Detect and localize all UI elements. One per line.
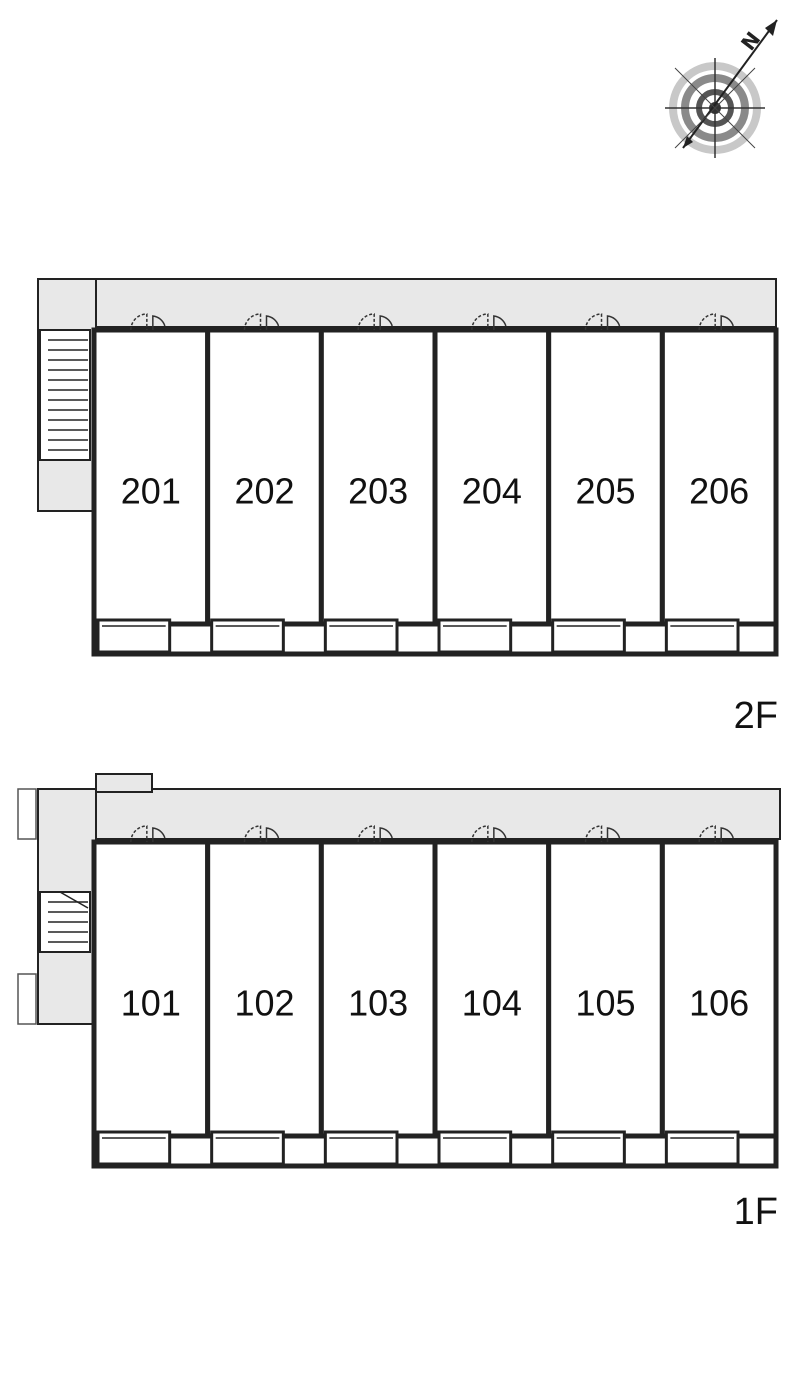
door-icon: [698, 313, 734, 331]
door-icon: [130, 313, 166, 331]
stair-steps-2f: [48, 339, 88, 451]
door-icon: [584, 313, 621, 331]
room-104: [432, 839, 552, 1139]
balcony-104: [437, 1130, 513, 1166]
north-compass-icon: N: [665, 19, 778, 158]
unit-205: 205: [546, 313, 665, 654]
unit-row-2f: 201 202 203 204 205 206: [91, 313, 779, 654]
room-206: [659, 327, 779, 627]
floor-1f: 101 102 103 104 105 106 1F: [17, 773, 781, 1233]
unit-label: 205: [575, 471, 635, 512]
unit-label: 204: [462, 471, 522, 512]
door-icon: [243, 313, 280, 331]
balcony-202: [210, 618, 285, 654]
unit-label: 102: [234, 983, 294, 1024]
door-icon: [471, 825, 507, 843]
gate-bottom-1f: [17, 973, 37, 1025]
unit-label: 201: [121, 471, 181, 512]
room-105: [546, 839, 665, 1139]
unit-102: 102: [205, 825, 324, 1166]
unit-104: 104: [432, 825, 552, 1166]
unit-202: 202: [205, 313, 324, 654]
balcony-101: [96, 1130, 172, 1166]
unit-label: 105: [575, 983, 635, 1024]
gate-top-1f: [17, 788, 37, 840]
door-icon: [243, 825, 280, 843]
door-icon: [698, 825, 734, 843]
room-203: [318, 327, 438, 627]
floor-2f: 201 202 203 204 205 206 2F: [37, 278, 779, 737]
unit-label: 203: [348, 471, 408, 512]
balcony-103: [323, 1130, 399, 1166]
door-icon: [584, 825, 621, 843]
balcony-102: [210, 1130, 285, 1166]
balcony-204: [437, 618, 513, 654]
unit-206: 206: [659, 313, 779, 654]
corridor-1f: [95, 788, 781, 840]
unit-106: 106: [659, 825, 779, 1166]
balcony-201: [96, 618, 172, 654]
compass-north-label: N: [736, 27, 765, 55]
stair-2f: [39, 329, 91, 461]
unit-204: 204: [432, 313, 552, 654]
floor-label-1f: 1F: [734, 1191, 778, 1233]
unit-label: 104: [462, 983, 522, 1024]
door-icon: [357, 825, 393, 843]
unit-label: 106: [689, 983, 749, 1024]
corridor-2f: [95, 278, 777, 328]
unit-row-1f: 101 102 103 104 105 106: [91, 825, 779, 1166]
unit-105: 105: [546, 825, 665, 1166]
room-103: [318, 839, 438, 1139]
balcony-105: [551, 1130, 626, 1166]
room-204: [432, 327, 552, 627]
unit-203: 203: [318, 313, 438, 654]
unit-label: 101: [121, 983, 181, 1024]
door-icon: [471, 313, 507, 331]
stair-steps-1f: [48, 891, 89, 943]
door-icon: [130, 825, 166, 843]
balcony-205: [551, 618, 626, 654]
door-icon: [357, 313, 393, 331]
unit-103: 103: [318, 825, 438, 1166]
unit-label: 202: [234, 471, 294, 512]
floor-label-2f: 2F: [734, 695, 778, 737]
unit-label: 103: [348, 983, 408, 1024]
unit-101: 101: [91, 825, 211, 1166]
room-102: [205, 839, 324, 1139]
unit-label: 206: [689, 471, 749, 512]
balcony-206: [664, 618, 740, 654]
balcony-203: [323, 618, 399, 654]
entrance-porch-1f: [95, 773, 153, 793]
balcony-106: [664, 1130, 740, 1166]
unit-201: 201: [91, 313, 211, 654]
